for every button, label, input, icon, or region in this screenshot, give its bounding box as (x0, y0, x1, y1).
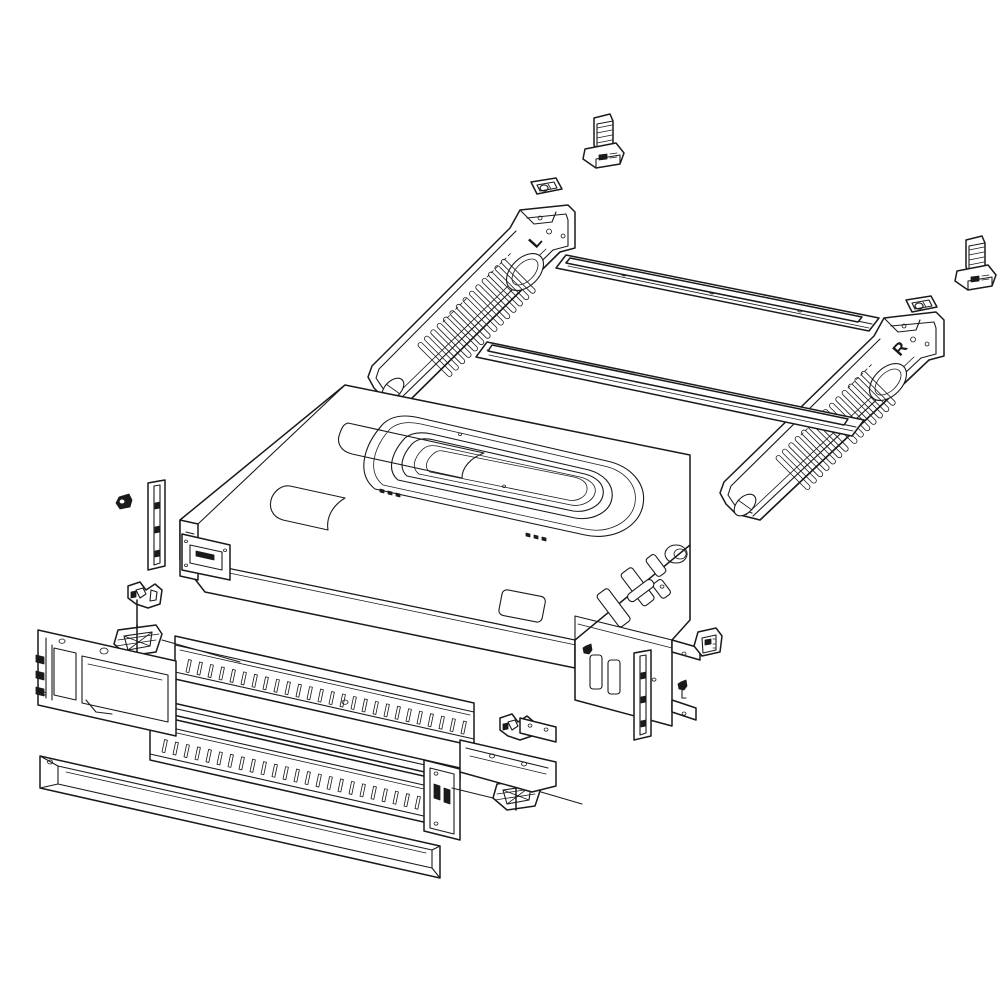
hex-bolt-right (954, 235, 997, 291)
right-side-wall-panel (574, 544, 701, 727)
kickplate-frame (39, 755, 441, 879)
mid-support-bracket (459, 717, 557, 793)
leveling-foot-left (113, 599, 163, 657)
left-side-rail: L (367, 204, 576, 405)
upper-cross-rail-rear (555, 254, 880, 332)
upper-cross-rail-front (475, 341, 865, 437)
trim-strip-left (147, 479, 166, 571)
push-nut-small (115, 493, 133, 510)
kickplate-corner-bracket (423, 759, 461, 841)
kickplate-end-left (35, 629, 177, 737)
cube-connector (693, 627, 723, 657)
main-top-panel (179, 384, 691, 669)
hatch-marks (35, 654, 45, 697)
square-washer-right (905, 295, 938, 313)
trim-strip-right (633, 649, 652, 741)
square-washer-top (530, 177, 563, 195)
screw-small-lower (582, 643, 593, 655)
screw-small-right (677, 679, 688, 699)
assembly-leader-lines (161, 639, 583, 805)
hex-bolt-top (582, 113, 625, 169)
